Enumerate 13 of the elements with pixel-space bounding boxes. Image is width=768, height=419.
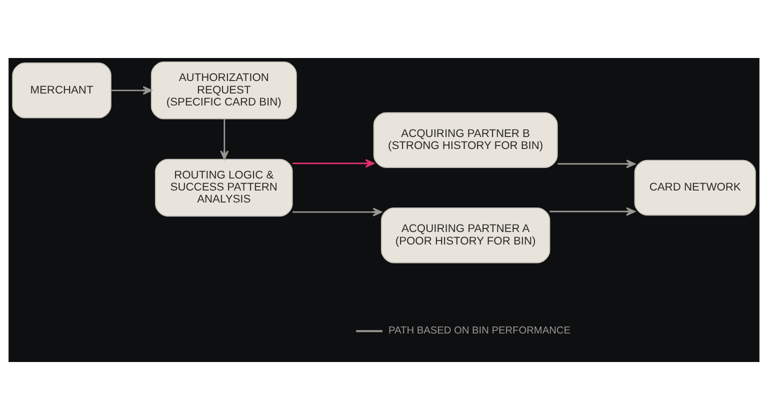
arrow xyxy=(292,158,374,168)
arrow xyxy=(111,86,152,94)
node-box: MERCHANT xyxy=(12,62,112,118)
arrow xyxy=(558,159,636,168)
arrow xyxy=(292,207,382,216)
node-box: ACQUIRING PARTNER B (STRONG HISTORY FOR BIN) xyxy=(373,112,558,168)
legend-label: PATH BASED ON BIN PERFORMANCE xyxy=(388,325,570,336)
arrow xyxy=(550,206,636,216)
node-box: ACQUIRING PARTNER A (POOR HISTORY FOR BIN) xyxy=(380,206,550,263)
node-box: CARD NETWORK xyxy=(634,159,756,216)
arrow xyxy=(220,118,229,160)
node-box: AUTHORIZATION REQUEST (SPECIFIC CARD BIN) xyxy=(150,61,297,119)
node-box: ROUTING LOGIC & SUCCESS PATTERN ANALYSIS xyxy=(154,158,293,216)
